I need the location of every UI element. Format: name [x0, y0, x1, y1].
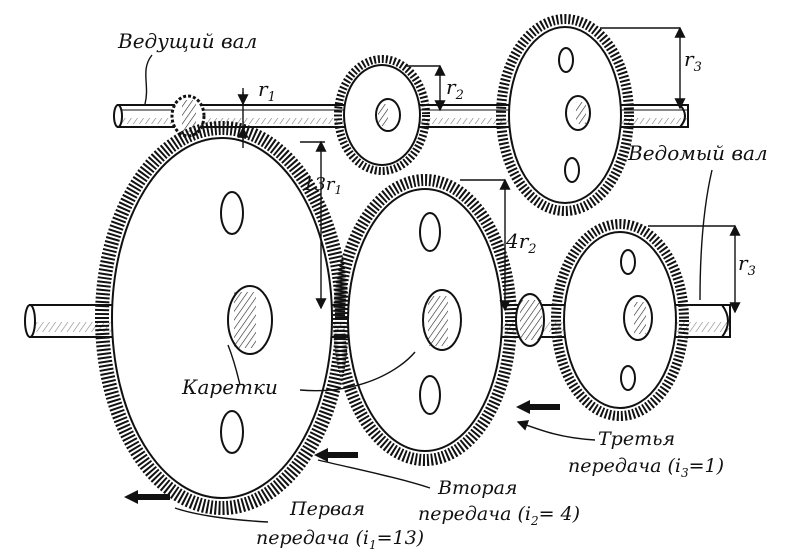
labels: Ведущий вал Ведомый вал Каретки r1 r2 r3… — [117, 29, 768, 552]
first-gear-shift-arrow — [124, 490, 170, 504]
clutch-coupling — [515, 293, 545, 347]
motion-arrows — [124, 400, 560, 504]
dimension-lines — [237, 26, 741, 314]
upper-gear-r2 — [334, 55, 430, 175]
r3-top-label: r3 — [684, 47, 702, 75]
carriages-label: Каретки — [181, 375, 278, 399]
second-gear-ratio: передача (i2= 4) — [418, 503, 580, 528]
third-gear-shift-arrow — [516, 400, 560, 414]
first-gear-title: Первая — [289, 498, 365, 520]
r1-label: r1 — [258, 77, 276, 105]
third-gear-title: Третья — [598, 428, 675, 450]
first-gear-ratio: передача (i1=13) — [256, 527, 424, 552]
r2-label: r2 — [446, 75, 464, 103]
third-gear-ratio: передача (i3=1) — [568, 455, 724, 480]
right-gear-r3 — [551, 219, 689, 421]
radius-4r2-label: 4r2 — [505, 229, 537, 257]
driving-pinion-gear — [170, 94, 206, 138]
r3-right-label: r3 — [738, 251, 756, 279]
middle-gear-4r2 — [333, 174, 517, 466]
driven-shaft-label: Ведомый вал — [627, 141, 768, 165]
driving-shaft-label: Ведущий вал — [117, 29, 257, 53]
second-gear-title: Вторая — [437, 477, 518, 499]
upper-gear-r3 — [496, 14, 634, 216]
second-gear-shift-arrow — [314, 448, 358, 462]
leader-lines — [144, 54, 713, 523]
radius-13r1-label: 13r1 — [303, 174, 342, 197]
